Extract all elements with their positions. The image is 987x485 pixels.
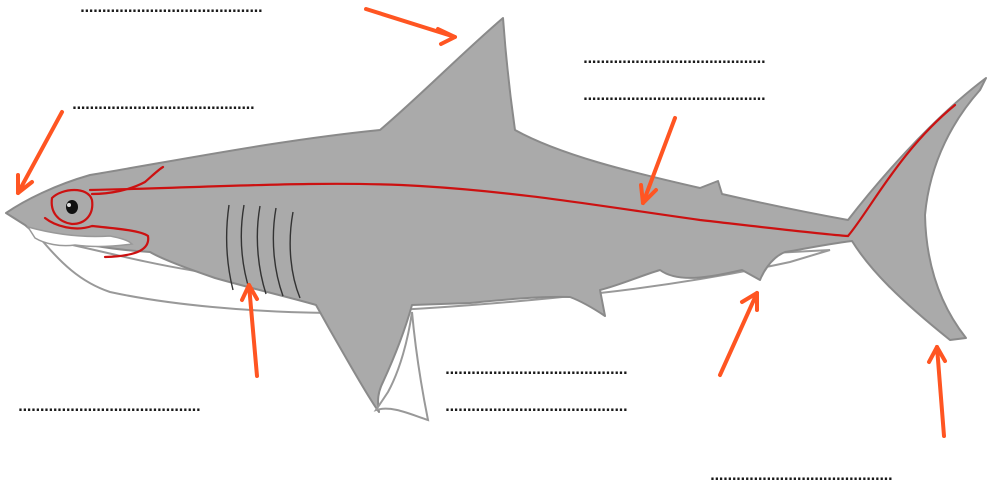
arrow-gill-slits: [242, 285, 257, 376]
arrow-dorsal-fin: [366, 9, 455, 44]
answer-blank-anal-fin-1[interactable]: ........................................…: [445, 364, 713, 378]
shark-eye: [66, 200, 78, 214]
answer-blank-caudal-fin[interactable]: ........................................…: [710, 470, 978, 484]
arrow-snout: [18, 112, 62, 193]
arrow-anal-fin: [720, 293, 757, 375]
arrow-caudal-fin: [929, 347, 945, 436]
answer-blank-anal-fin-2[interactable]: ........................................…: [445, 401, 720, 415]
eye-highlight: [67, 203, 71, 207]
shark-body: [6, 18, 986, 412]
answer-blank-gill-slits[interactable]: ........................................…: [18, 401, 286, 415]
answer-blank-lateral-line-1[interactable]: ........................................…: [583, 53, 851, 67]
answer-blank-snout[interactable]: ........................................…: [72, 99, 340, 113]
answer-blank-dorsal-fin[interactable]: ........................................…: [80, 2, 348, 16]
answer-blank-lateral-line-2[interactable]: ........................................…: [583, 90, 851, 104]
